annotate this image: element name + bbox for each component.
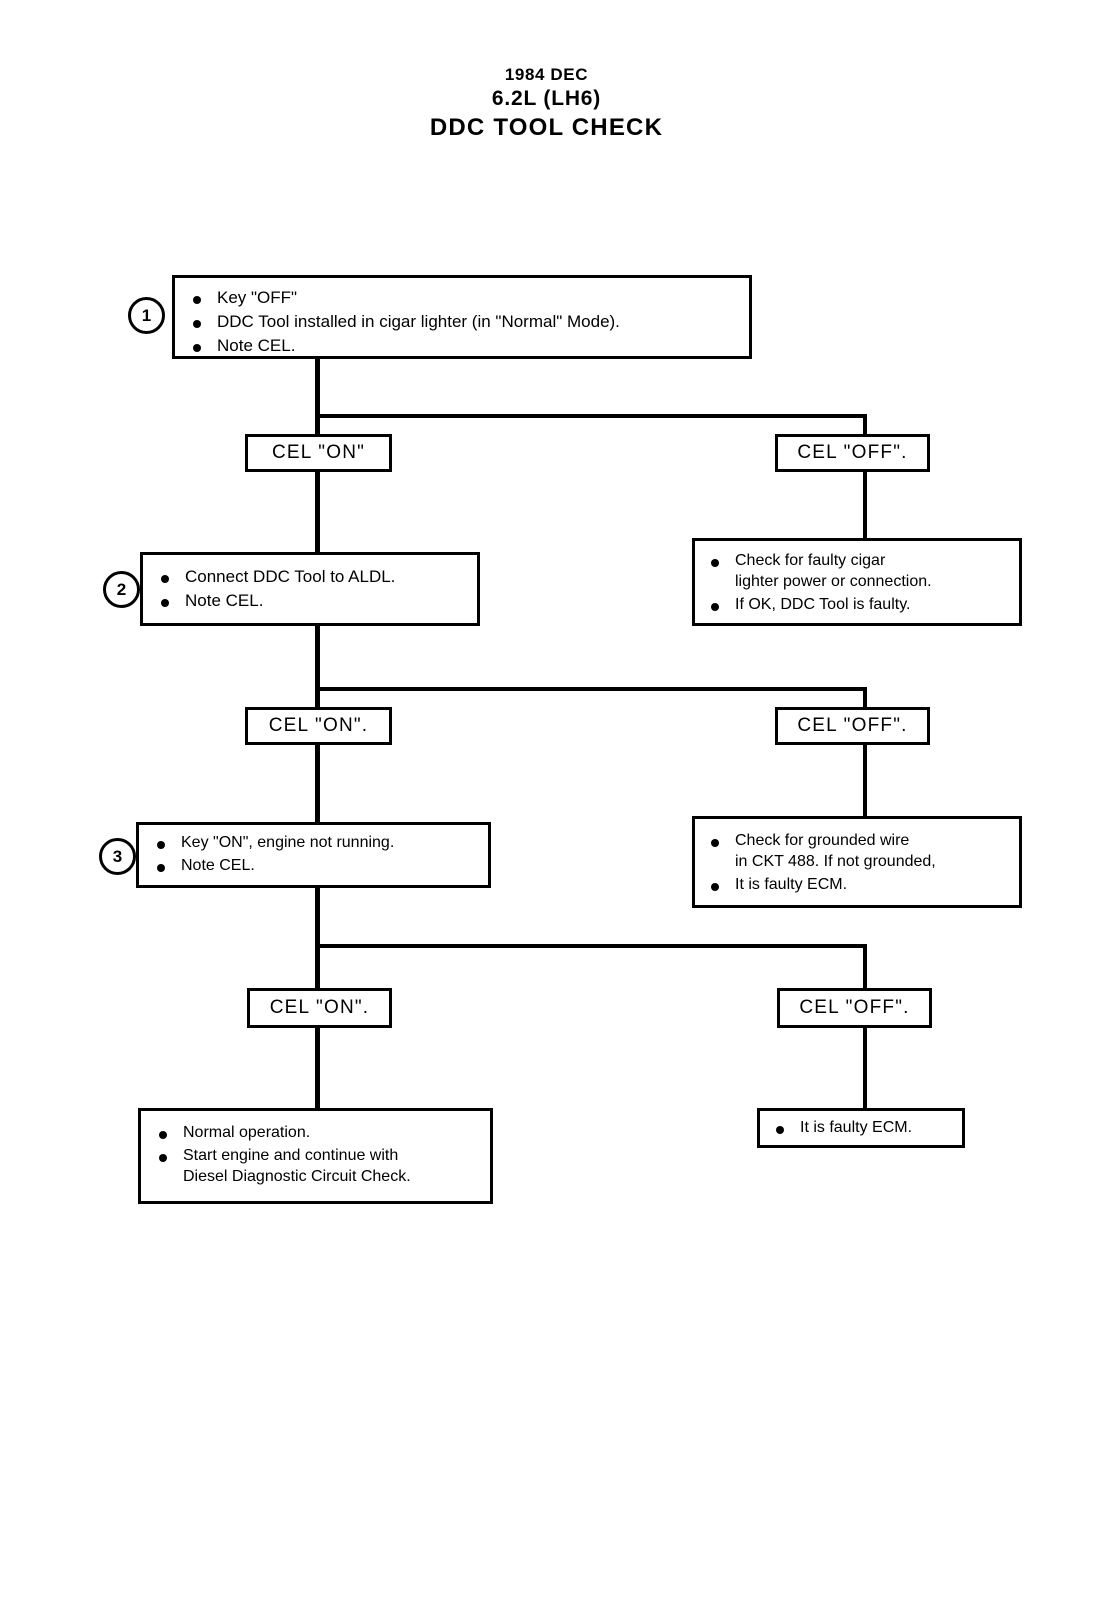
node-grounded-wire-check: Check for grounded wire in CKT 488. If n…	[692, 816, 1022, 908]
bullet-dot-icon	[193, 319, 201, 328]
step-number-3: 3	[99, 838, 136, 875]
node-cel-on-3-label: CEL "ON".	[269, 997, 370, 1018]
list-item: If OK, DDC Tool is faulty.	[705, 595, 1009, 616]
node-cel-on-3: CEL "ON".	[247, 988, 392, 1028]
title-line-date: 1984 DEC	[504, 65, 589, 84]
connector-cel-off1-to-cigar	[863, 470, 867, 538]
connector-rail-step1	[315, 414, 867, 418]
connector-step1-down	[315, 358, 320, 418]
bullet-dot-icon	[711, 602, 719, 611]
connector-cel-on1-to-step2	[315, 470, 320, 552]
list-item: Normal operation.	[153, 1123, 478, 1144]
list-item: Note CEL.	[155, 590, 465, 612]
list-item: Start engine and continue with Diesel Di…	[153, 1146, 478, 1188]
page-title: 1984 DEC 6.2L (LH6) DDC TOOL CHECK	[0, 64, 1093, 143]
title-line-main: DDC TOOL CHECK	[429, 113, 664, 141]
list-item: Key "ON", engine not running.	[151, 833, 476, 854]
step-number-1-label: 1	[141, 305, 152, 325]
bullet-dot-icon	[161, 598, 169, 607]
title-line-engine: 6.2L (LH6)	[491, 86, 602, 110]
node-cel-off-2: CEL "OFF".	[775, 707, 930, 745]
list-item: Note CEL.	[151, 856, 476, 877]
node-cel-off-1: CEL "OFF".	[775, 434, 930, 472]
node-cel-off-1-label: CEL "OFF".	[797, 442, 908, 463]
bullet-dot-icon	[157, 864, 165, 873]
connector-step1-to-cel-off	[863, 414, 867, 434]
connector-rail-step2	[315, 687, 867, 691]
bullet-dot-icon	[193, 344, 201, 353]
node-step1-bullets: Key "OFF" DDC Tool installed in cigar li…	[187, 287, 737, 357]
node-cel-off-3-label: CEL "OFF".	[799, 997, 910, 1018]
connector-cel-off3-to-ecm	[863, 1028, 867, 1108]
node-normal-operation-bullets: Normal operation. Start engine and conti…	[153, 1123, 478, 1187]
list-item: Check for grounded wire in CKT 488. If n…	[705, 831, 1009, 873]
list-item: DDC Tool installed in cigar lighter (in …	[187, 311, 737, 333]
step-number-2: 2	[103, 571, 140, 608]
connector-step3-down	[315, 886, 320, 948]
list-item: Note CEL.	[187, 335, 737, 357]
node-cel-on-1: CEL "ON"	[245, 434, 392, 472]
node-faulty-ecm-bullets: It is faulty ECM.	[770, 1118, 952, 1139]
node-step3-bullets: Key "ON", engine not running. Note CEL.	[151, 833, 476, 877]
connector-cel-on3-to-normal	[315, 1028, 320, 1108]
connector-step2-down	[315, 625, 320, 691]
connector-step2-to-cel-off2	[863, 687, 867, 707]
node-cigar-lighter-fault-bullets: Check for faulty cigar lighter power or …	[705, 551, 1009, 615]
step-number-2-label: 2	[116, 579, 127, 599]
node-faulty-ecm: It is faulty ECM.	[757, 1108, 965, 1148]
bullet-dot-icon	[159, 1131, 167, 1140]
node-cel-on-2: CEL "ON".	[245, 707, 392, 745]
bullet-dot-icon	[159, 1154, 167, 1163]
node-cigar-lighter-fault: Check for faulty cigar lighter power or …	[692, 538, 1022, 626]
connector-rail-step3	[315, 944, 867, 948]
step-number-1: 1	[128, 297, 165, 334]
node-step2-bullets: Connect DDC Tool to ALDL. Note CEL.	[155, 566, 465, 612]
connector-step1-to-cel-on	[315, 414, 320, 434]
node-grounded-wire-check-bullets: Check for grounded wire in CKT 488. If n…	[705, 831, 1009, 895]
connector-step3-to-cel-on3	[315, 944, 320, 988]
bullet-dot-icon	[776, 1126, 784, 1135]
connector-step2-to-cel-on2	[315, 687, 320, 707]
node-normal-operation: Normal operation. Start engine and conti…	[138, 1108, 493, 1204]
list-item: Key "OFF"	[187, 287, 737, 309]
bullet-dot-icon	[193, 295, 201, 304]
bullet-dot-icon	[711, 839, 719, 848]
node-cel-off-2-label: CEL "OFF".	[797, 715, 908, 736]
list-item: Connect DDC Tool to ALDL.	[155, 566, 465, 588]
bullet-dot-icon	[161, 574, 169, 583]
bullet-dot-icon	[711, 882, 719, 891]
node-cel-off-3: CEL "OFF".	[777, 988, 932, 1028]
node-cel-on-2-label: CEL "ON".	[268, 715, 369, 736]
list-item: It is faulty ECM.	[770, 1118, 952, 1139]
node-step3: Key "ON", engine not running. Note CEL.	[136, 822, 491, 888]
step-number-3-label: 3	[112, 846, 123, 866]
list-item: It is faulty ECM.	[705, 875, 1009, 896]
connector-cel-on2-to-step3	[315, 744, 320, 828]
node-step2: Connect DDC Tool to ALDL. Note CEL.	[140, 552, 480, 626]
connector-step3-to-cel-off3	[863, 944, 867, 988]
list-item: Check for faulty cigar lighter power or …	[705, 551, 1009, 593]
bullet-dot-icon	[157, 841, 165, 850]
node-step1: Key "OFF" DDC Tool installed in cigar li…	[172, 275, 752, 359]
connector-cel-off2-to-grounded	[863, 744, 867, 816]
node-cel-on-1-label: CEL "ON"	[271, 442, 366, 463]
bullet-dot-icon	[711, 559, 719, 568]
